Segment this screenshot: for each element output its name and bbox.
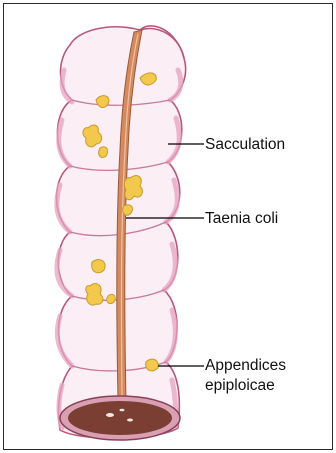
label-appendices: Appendices [205, 356, 286, 375]
label-taenia-coli: Taenia coli [205, 209, 278, 228]
label-sacculation: Sacculation [205, 135, 285, 154]
label-epiploicae: epiploicae [205, 376, 275, 395]
lumen-opening [68, 401, 172, 435]
